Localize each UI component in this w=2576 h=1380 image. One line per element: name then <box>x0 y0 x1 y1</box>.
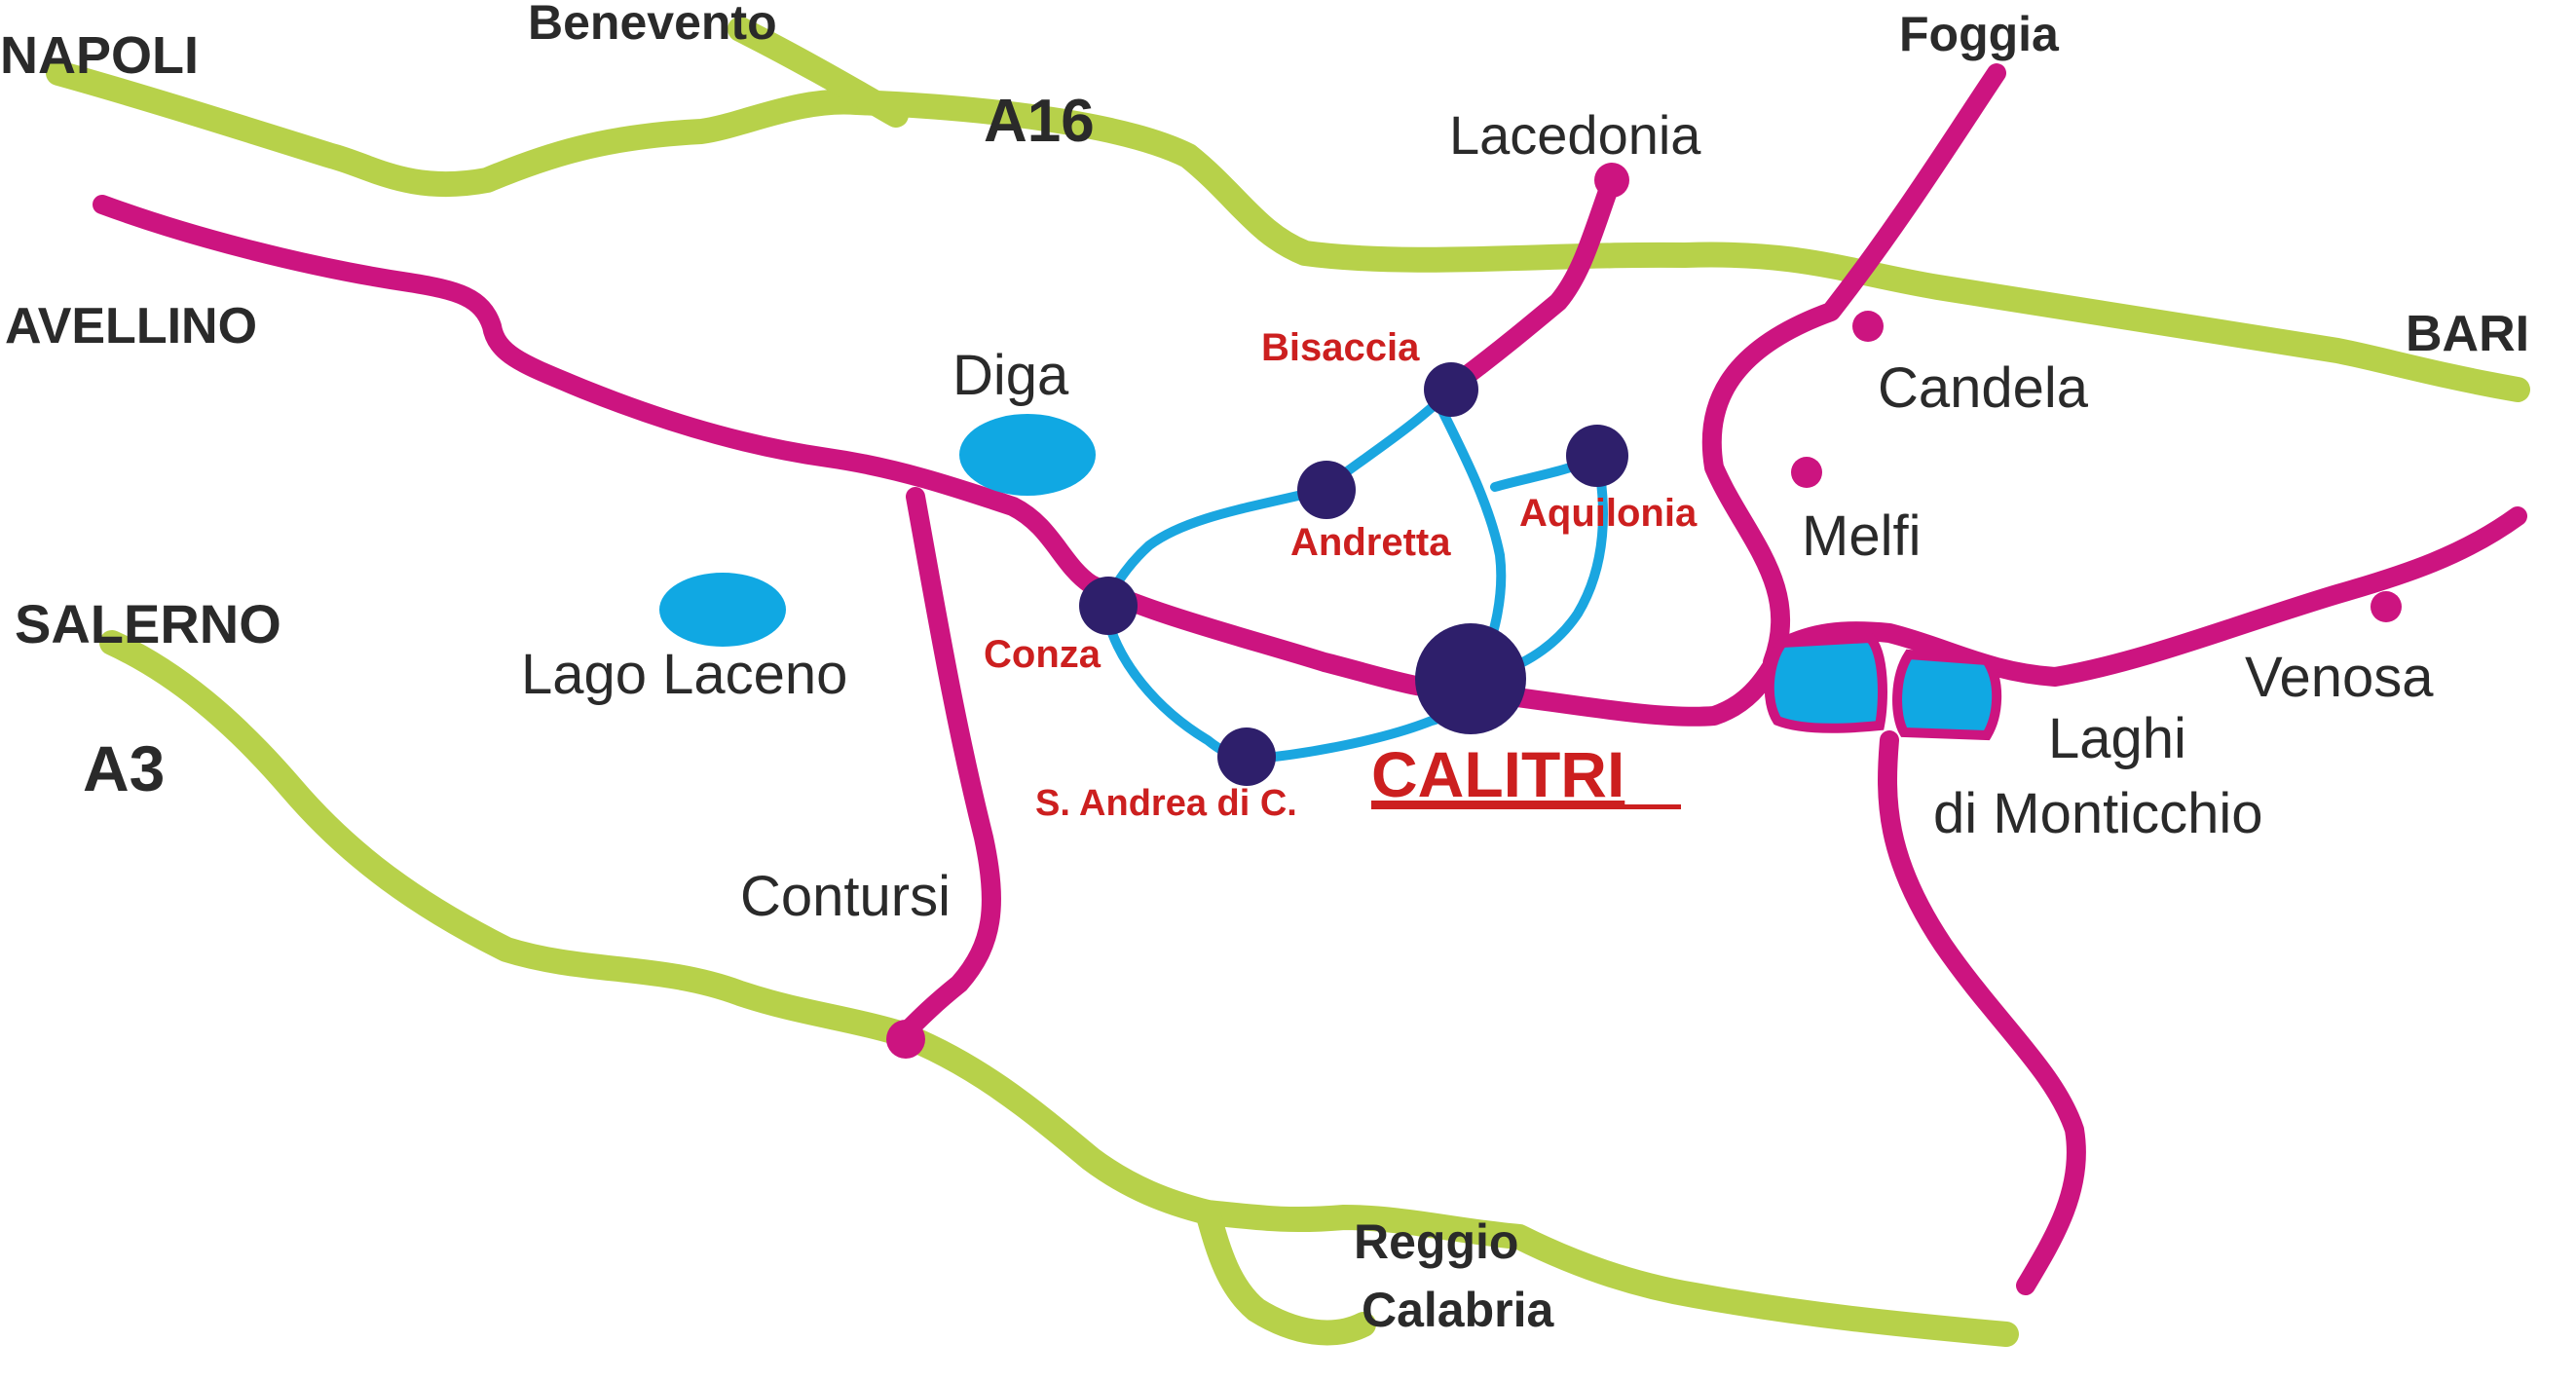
lake-laceno <box>659 573 786 647</box>
label-diga: Diga <box>952 344 1069 407</box>
lake-monticchio-1 <box>1764 632 1887 733</box>
label-candela: Candela <box>1878 356 2089 420</box>
map-labels: NAPOLI Benevento Foggia A16 Lacedonia AV… <box>0 0 2529 1337</box>
label-reggio-line2: Calabria <box>1362 1283 1555 1337</box>
lake-diga <box>959 414 1096 496</box>
main-roads <box>93 63 2527 1295</box>
dot-lacedonia <box>1594 163 1629 198</box>
label-laghi-line2: di Monticchio <box>1933 782 2262 845</box>
dot-melfi <box>1791 457 1822 488</box>
highway-a3-loop <box>1195 1200 1376 1346</box>
road-contursi <box>896 487 1001 1042</box>
label-napoli: NAPOLI <box>0 26 199 85</box>
label-foggia: Foggia <box>1899 7 2060 61</box>
label-bisaccia: Bisaccia <box>1261 326 1420 369</box>
highway-a16 <box>46 60 2530 402</box>
dot-contursi <box>886 1020 925 1059</box>
road-monticchio-south <box>1878 730 2086 1295</box>
label-salerno: SALERNO <box>15 593 281 654</box>
label-bari: BARI <box>2406 306 2529 362</box>
highway-a3 <box>99 630 2019 1347</box>
label-calitri: CALITRI <box>1371 738 1624 810</box>
label-sandrea: S. Andrea di C. <box>1035 783 1297 824</box>
dot-candela <box>1852 311 1884 342</box>
town-bisaccia <box>1424 362 1478 417</box>
label-venosa: Venosa <box>2245 646 2434 709</box>
small-town-dots <box>886 163 2402 1059</box>
label-avellino: AVELLINO <box>5 298 257 354</box>
label-laghi-line1: Laghi <box>2048 707 2186 770</box>
road-lacedonia <box>1451 170 1622 390</box>
label-reggio-line1: Reggio <box>1354 1214 1518 1269</box>
label-a3: A3 <box>83 732 165 804</box>
label-andretta: Andretta <box>1290 521 1451 564</box>
town-andretta <box>1297 461 1356 519</box>
town-sandrea <box>1217 727 1276 786</box>
label-conza: Conza <box>984 633 1101 676</box>
label-a16: A16 <box>984 88 1095 155</box>
calitri-underline <box>1371 804 1681 809</box>
road-foggia-melfi <box>1701 63 2006 672</box>
town-aquilonia <box>1566 425 1628 487</box>
label-melfi: Melfi <box>1802 504 1921 568</box>
label-lacedonia: Lacedonia <box>1449 104 1701 166</box>
town-calitri <box>1415 623 1526 734</box>
highway-benevento-branch <box>728 17 909 128</box>
highways <box>46 17 2530 1347</box>
road-aquilonia-loop <box>1490 453 1608 677</box>
lake-monticchio-2 <box>1892 649 2002 741</box>
label-lago-laceno: Lago Laceno <box>521 643 847 706</box>
town-conza <box>1079 577 1138 635</box>
label-aquilonia: Aquilonia <box>1519 492 1698 535</box>
dot-venosa <box>2371 591 2402 622</box>
label-contursi: Contursi <box>740 865 951 928</box>
town-dots <box>1079 362 1628 786</box>
water-bodies <box>659 414 2002 741</box>
label-benevento: Benevento <box>528 0 777 50</box>
road-avellino-calitri <box>93 195 2527 727</box>
